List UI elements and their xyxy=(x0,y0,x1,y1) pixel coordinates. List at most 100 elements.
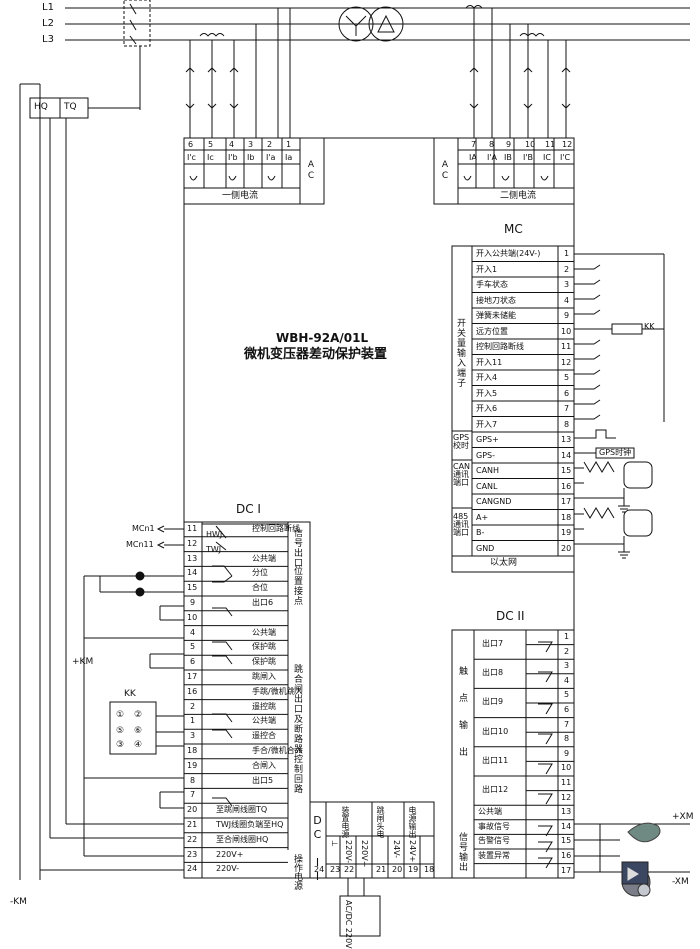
alarm-lamp-shape xyxy=(627,822,661,843)
dc2-terminal-number: 7 xyxy=(564,719,570,729)
ac2-label: AC xyxy=(440,160,450,182)
dc1-terminal-label: 合闸入 xyxy=(252,760,276,770)
mc-terminal-label: GPS+ xyxy=(476,435,499,444)
kk-contact-3: ③ xyxy=(116,740,125,750)
bottom-terminal-value: ⊥ xyxy=(330,840,339,847)
mc-title: MC xyxy=(504,222,523,236)
dc2-terminal-number: 11 xyxy=(561,778,572,787)
dc1-terminal-number: 19 xyxy=(187,760,198,770)
dc1-terminal-label: 出口5 xyxy=(252,775,274,785)
mc-terminal-number: 8 xyxy=(564,419,570,429)
mc-terminal-label: A+ xyxy=(476,512,489,522)
dc1-terminal-number: 24 xyxy=(187,864,198,874)
dc1-terminal-label: 遥控合 xyxy=(252,731,276,741)
mcn11-label: MCn11 xyxy=(126,540,154,549)
dc1-group-power: 操作电源 xyxy=(292,854,302,890)
dc1-terminal-label: 出口6 xyxy=(252,598,274,607)
kk-contact-5: ⑤ xyxy=(116,726,125,736)
dc1-terminal-label: 跳闸入 xyxy=(252,672,276,681)
dc1-terminal-label: 保护跳 xyxy=(252,657,276,667)
mc-group-label: 开关量输入端子 xyxy=(455,318,465,388)
ac1-terminal-number: 4 xyxy=(229,140,235,149)
ac2-terminal-number: 12 xyxy=(562,140,573,149)
ac2-terminal-number: 10 xyxy=(525,140,536,149)
dc2-terminal-label: 出口9 xyxy=(482,697,504,707)
device-name: 微机变压器差动保护装置 xyxy=(244,347,388,362)
ac1-terminal-number: 5 xyxy=(208,140,214,149)
dc1-terminal-label: 手跳/微机跳入 xyxy=(252,686,303,696)
dc1-title: DC I xyxy=(236,502,261,516)
dc2-terminal-label: 事故信号 xyxy=(478,821,510,831)
dc1-terminal-number: 2 xyxy=(190,701,196,711)
mc-terminal-label: CANGND xyxy=(476,497,512,506)
dc1-terminal-number: 20 xyxy=(187,805,198,815)
mc-terminal-label: 开入11 xyxy=(476,357,503,367)
dc1-terminal-label: 控制回路断线 xyxy=(252,524,300,533)
dc1-terminal-label: 公共端 xyxy=(252,627,276,637)
mc-terminal-label: 开入5 xyxy=(476,388,498,398)
mc-terminal-label: 开入6 xyxy=(476,404,498,413)
ac1-label: AC xyxy=(306,160,316,182)
bus-label-l2: L2 xyxy=(42,18,54,29)
dc1-group-position: 位置接点 xyxy=(292,566,302,606)
dc1-terminal-number: 15 xyxy=(187,583,198,593)
ac1-terminal-number: 3 xyxy=(248,140,254,149)
dc2-terminal-number: 12 xyxy=(561,792,572,802)
trip-head-label: 跳闸头电 xyxy=(376,806,385,838)
dc1-terminal-label: 合位 xyxy=(252,583,268,593)
mc-terminal-label: GND xyxy=(476,543,495,553)
mc-gps-label: GPS校时 xyxy=(453,433,470,450)
dc2-contact-output: 触点输出 xyxy=(457,666,467,774)
mc-terminal-number: 7 xyxy=(564,404,570,413)
bottom-dc2-label: DC II xyxy=(311,814,324,884)
acdc-label: AC/DC 220V xyxy=(344,900,353,949)
dc2-title: DC II xyxy=(496,609,525,623)
dc2-terminal-label: 出口12 xyxy=(482,785,509,794)
mc-terminal-number: 12 xyxy=(561,357,572,367)
ac1-terminal-number: 6 xyxy=(188,140,194,149)
mc-terminal-label: GPS- xyxy=(476,450,495,460)
mc-ethernet-label: 以太网 xyxy=(490,558,518,568)
ac1-terminal-label: Ic xyxy=(207,153,214,162)
dc2-terminal-number: 10 xyxy=(561,763,572,773)
device-power-label: 装置电源 xyxy=(341,806,350,838)
dc2-terminal-label: 出口11 xyxy=(482,755,509,765)
dc1-hwj: HWJ xyxy=(206,530,223,539)
dc2-terminal-number: 17 xyxy=(561,865,572,875)
ac2-terminal-label: I'B xyxy=(523,153,534,162)
kk-contact-6: ⑥ xyxy=(134,726,143,736)
mc-terminal-number: 9 xyxy=(564,311,570,320)
mc-terminal-number: 11 xyxy=(561,342,572,351)
ac2-caption: 二侧电流 xyxy=(500,191,537,201)
dc1-terminal-number: 6 xyxy=(190,657,196,667)
dc1-terminal-label: 公共端 xyxy=(252,716,276,726)
kk-contact-4: ④ xyxy=(134,740,143,750)
dc2-terminal-number: 9 xyxy=(564,748,570,758)
mc-terminal-number: 19 xyxy=(561,528,572,537)
mc-terminal-number: 13 xyxy=(561,435,572,444)
bottom-terminal-value: 220V- xyxy=(344,840,353,864)
mc-terminal-label: 开入公共端(24V-) xyxy=(476,249,541,258)
bottom-terminal-number: 20 xyxy=(392,865,403,874)
dc2-terminal-label: 出口10 xyxy=(482,726,509,736)
plus-km-label: +KM xyxy=(72,657,94,667)
transformer-winding-1 xyxy=(338,6,374,42)
dc1-twj: TWJ xyxy=(206,545,222,554)
dc2-terminal-number: 5 xyxy=(564,690,570,700)
mc-kk-label: KK xyxy=(644,322,655,331)
dc2-signal-output: 信号输出 xyxy=(457,832,467,872)
mc-terminal-label: CANL xyxy=(476,481,498,491)
dc1-terminal-label: 保护跳 xyxy=(252,642,276,652)
mc-terminal-label: 手车状态 xyxy=(476,280,508,289)
breaker-box xyxy=(123,0,151,47)
mc-terminal-number: 2 xyxy=(564,264,570,274)
dc1-terminal-number: 8 xyxy=(190,775,196,785)
mc-terminal-number: 20 xyxy=(561,543,572,553)
bottom-terminal-number: 18 xyxy=(424,865,435,874)
transformer-winding-2 xyxy=(368,6,404,42)
dc1-terminal-label: 手合/微机合入 xyxy=(252,746,303,755)
dc1-terminal-number: 11 xyxy=(187,524,198,533)
ac2-terminal-number: 7 xyxy=(471,140,477,149)
ac1-terminal-label: I'b xyxy=(228,153,238,162)
